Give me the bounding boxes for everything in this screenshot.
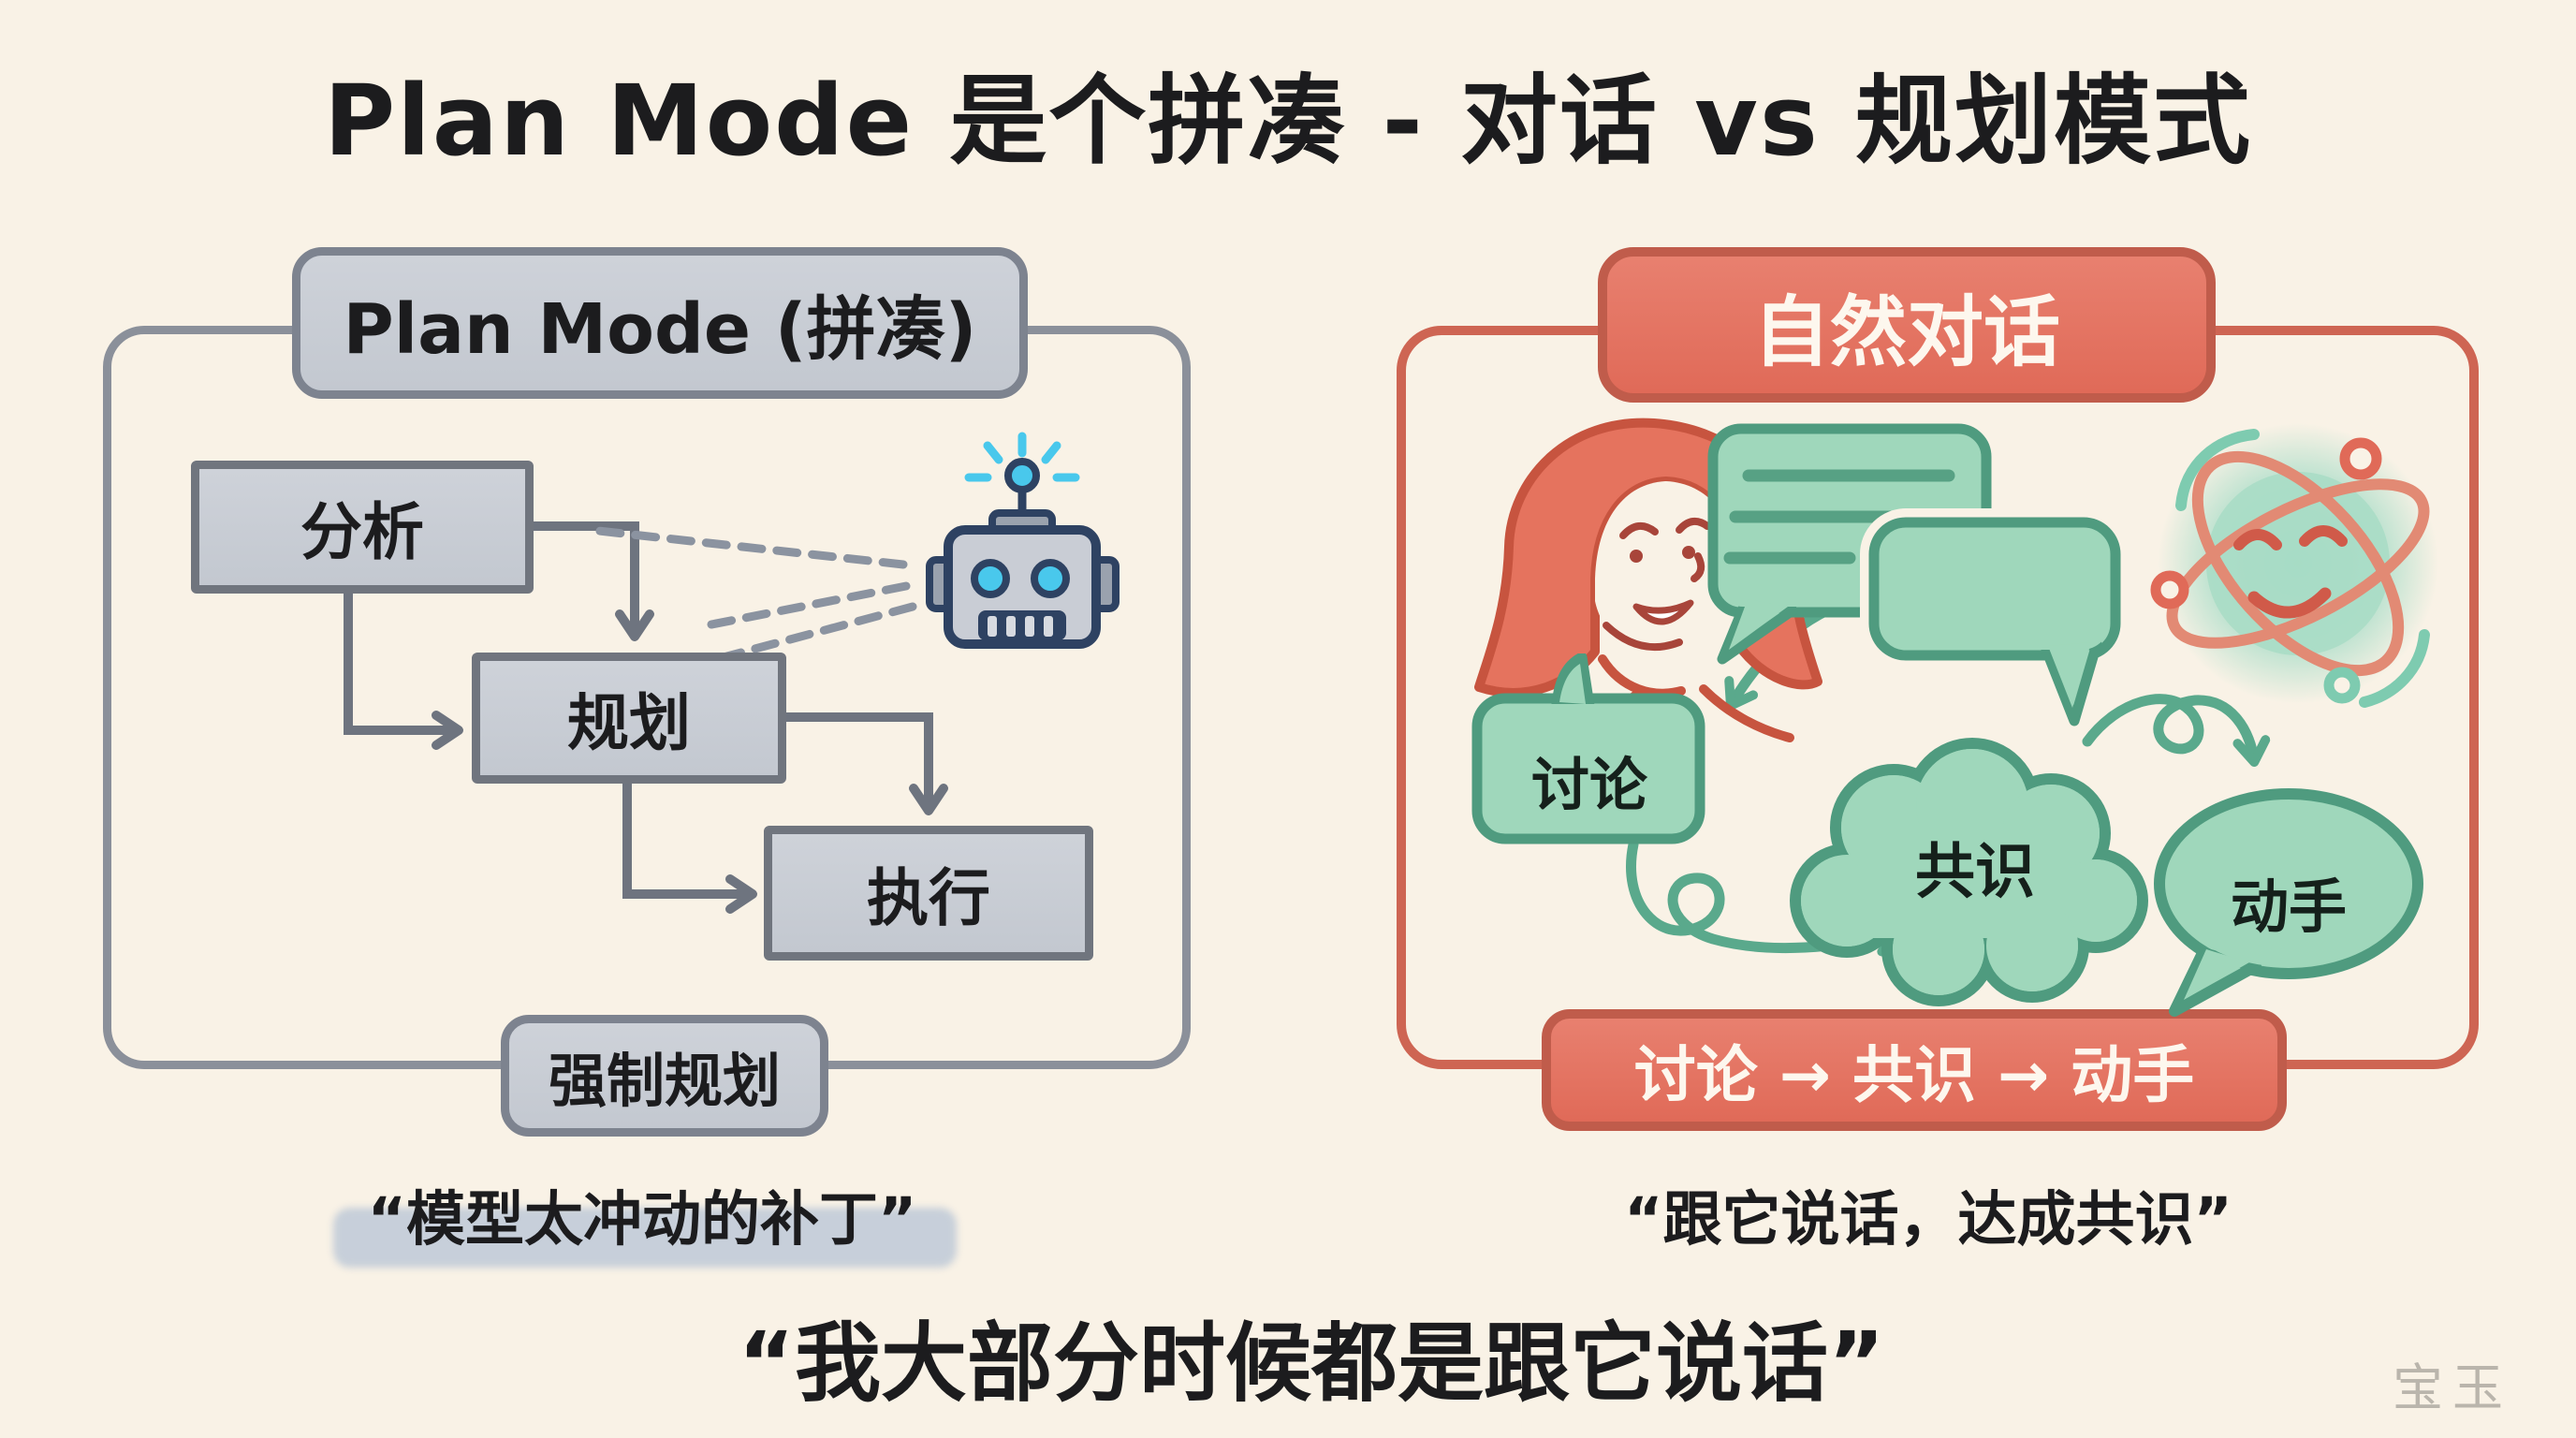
arrow-analyze-to-plan-top (530, 521, 654, 641)
forced-planning-label: 强制规划 (548, 1047, 781, 1115)
flow-banner-label: 讨论 → 共识 → 动手 (1633, 1039, 2195, 1111)
atom-smiley-icon (2144, 403, 2462, 740)
flow-arrows (344, 521, 948, 914)
flow-banner-box: 讨论 → 共识 → 动手 (1542, 1009, 2287, 1131)
plan-mode-quote: “模型太冲动的补丁” (367, 1185, 917, 1254)
discuss-bubble (1468, 653, 1711, 852)
arrow-discuss-to-consensus (1626, 839, 1903, 957)
natural-chat-header-box: 自然对话 (1598, 247, 2216, 403)
step-analyze-label: 分析 (300, 496, 424, 568)
step-execute-label: 执行 (867, 862, 990, 934)
plan-mode-header-label: Plan Mode (拼凑) (343, 288, 977, 370)
consensus-cloud (1774, 713, 2158, 1022)
forced-planning-box: 强制规划 (501, 1015, 828, 1137)
plan-mode-header-box: Plan Mode (拼凑) (292, 247, 1028, 399)
arrow-consensus-to-action (2082, 694, 2271, 767)
arrow-plan-to-exec-top (781, 712, 948, 815)
step-plan-label: 规划 (567, 687, 691, 759)
step-execute-box: 执行 (764, 826, 1093, 961)
watermark: 宝玉 (2393, 1358, 2512, 1417)
natural-chat-quote: “跟它说话，达成共识” (1624, 1185, 2232, 1254)
natural-chat-header-label: 自然对话 (1752, 287, 2060, 377)
step-analyze-box: 分析 (191, 461, 534, 594)
action-bubble (2148, 786, 2429, 1020)
arrow-analyze-to-plan-left (344, 594, 463, 750)
robot-icon (913, 429, 1133, 668)
bottom-quote: “我大部分时候都是跟它说话” (738, 1313, 1885, 1414)
consensus-label: 共识 (1915, 838, 2035, 907)
action-label: 动手 (2230, 873, 2347, 941)
step-plan-box: 规划 (472, 653, 786, 784)
page-title: Plan Mode 是个拼凑 - 对话 vs 规划模式 (323, 64, 2253, 178)
chat-bubbles-icon (1704, 419, 2134, 738)
arrow-plan-to-exec-left (622, 782, 757, 914)
discuss-label: 讨论 (1530, 751, 1647, 819)
quote-highlight (333, 1208, 957, 1268)
